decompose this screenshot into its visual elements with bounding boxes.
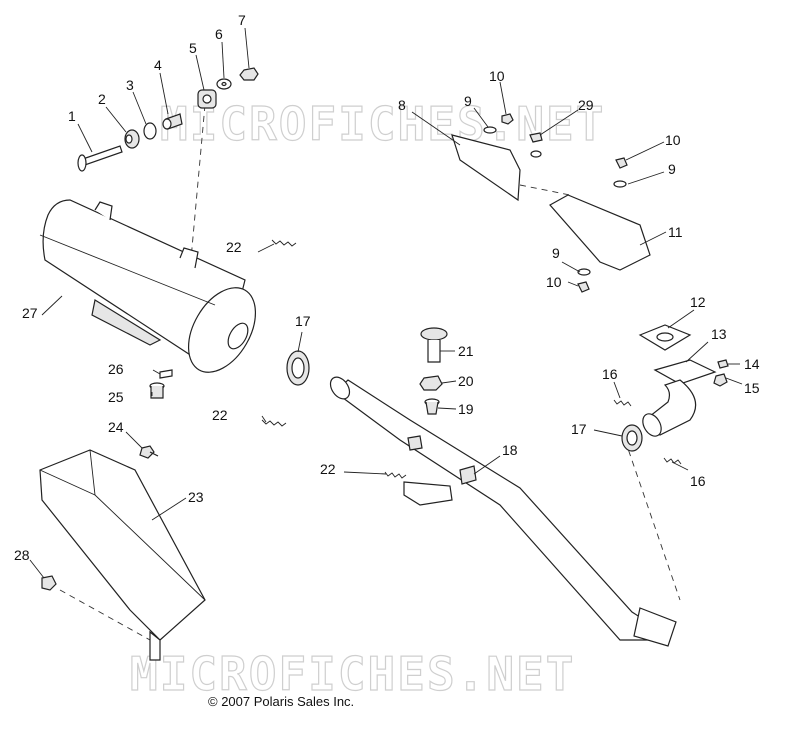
- callout-8: 8: [398, 97, 406, 113]
- part-1-bolt: [77, 145, 123, 172]
- callout-labels: 1 2 3 4 5 6 7 8 9 10 29 10 9 11 9 10 12 …: [14, 12, 760, 563]
- callout-6: 6: [215, 26, 223, 42]
- callout-21: 21: [458, 343, 474, 359]
- callout-18: 18: [502, 442, 518, 458]
- callout-23: 23: [188, 489, 204, 505]
- callout-16-left: 16: [602, 366, 618, 382]
- part-22-spring-b: [261, 419, 287, 427]
- callout-4: 4: [154, 57, 162, 73]
- part-4-sleeve: [162, 113, 183, 130]
- part-7-nut: [239, 67, 259, 81]
- part-29-bolt: [529, 132, 543, 143]
- callout-9-bottom: 9: [552, 245, 560, 261]
- part-10-nut-c: [577, 281, 590, 293]
- callout-16-right: 16: [690, 473, 706, 489]
- alignment-line-pipe: [624, 439, 681, 601]
- copyright-text: © 2007 Polaris Sales Inc.: [208, 694, 354, 709]
- callout-17-left: 17: [295, 313, 311, 329]
- callout-24: 24: [108, 419, 124, 435]
- callout-11: 11: [668, 224, 683, 240]
- part-29-washer: [530, 150, 542, 158]
- part-14-nut: [717, 359, 729, 369]
- part-2-spacer: [124, 129, 140, 149]
- part-9-washer-c: [577, 268, 591, 276]
- part-16-spring-b: [663, 457, 682, 465]
- callout-9-right: 9: [668, 161, 676, 177]
- part-6-washer: [216, 78, 232, 90]
- callout-15: 15: [744, 380, 760, 396]
- part-11-bracket: [549, 194, 651, 271]
- callout-10-bottom: 10: [546, 274, 562, 290]
- part-10-nut-a: [501, 113, 514, 125]
- part-22-spring-a: [271, 239, 297, 247]
- part-8-bracket: [451, 134, 521, 202]
- callout-25: 25: [108, 389, 124, 405]
- part-17-gasket-a: [286, 350, 310, 386]
- callout-7: 7: [238, 12, 246, 28]
- part-22-spring-c: [384, 471, 407, 479]
- callout-20: 20: [458, 373, 474, 389]
- callout-22-top: 22: [226, 239, 242, 255]
- callout-22-bottom: 22: [320, 461, 336, 477]
- part-21-bumper: [420, 327, 448, 363]
- part-25-bushing: [149, 382, 165, 399]
- watermark-bottom: MICROFICHES.NET: [130, 647, 575, 701]
- watermark-top: MICROFICHES.NET: [160, 97, 605, 151]
- callout-10-top: 10: [489, 68, 505, 84]
- callout-29: 29: [578, 97, 594, 113]
- callout-27: 27: [22, 305, 38, 321]
- callout-2: 2: [98, 91, 106, 107]
- callout-1: 1: [68, 108, 76, 124]
- part-27-muffler: [39, 199, 257, 373]
- part-23-heat-shield: [39, 449, 206, 661]
- part-13-flange-elbow: [642, 359, 717, 437]
- part-19-bushing: [424, 398, 440, 415]
- part-9-washer-b: [613, 180, 627, 188]
- alignment-line-bracket: [519, 184, 571, 196]
- part-15-nut: [713, 373, 728, 387]
- callout-22-middle: 22: [212, 407, 228, 423]
- callout-26: 26: [108, 361, 124, 377]
- callout-17-right: 17: [571, 421, 587, 437]
- callout-13: 13: [711, 326, 727, 342]
- part-17-gasket-b: [621, 424, 643, 452]
- callout-28: 28: [14, 547, 30, 563]
- alignment-line-muffler: [189, 104, 206, 271]
- part-24-bolt: [139, 445, 159, 459]
- callout-3: 3: [126, 77, 134, 93]
- callout-12: 12: [690, 294, 706, 310]
- part-10-nut-b: [615, 157, 628, 169]
- leader-lines: [29, 27, 743, 579]
- callout-9-top: 9: [464, 93, 472, 109]
- part-20-nut: [419, 375, 443, 391]
- part-9-washer-a: [483, 126, 497, 134]
- part-16-spring-a: [613, 399, 632, 407]
- part-18-head-pipe: [329, 376, 677, 647]
- part-5-grommet: [197, 89, 217, 109]
- callout-19: 19: [458, 401, 474, 417]
- part-28-bolt: [41, 575, 57, 591]
- callout-10-right: 10: [665, 132, 681, 148]
- part-3-ring: [143, 122, 157, 140]
- part-12-gasket: [638, 324, 692, 351]
- part-26-clip: [159, 369, 173, 379]
- callout-5: 5: [189, 40, 197, 56]
- callout-14: 14: [744, 356, 760, 372]
